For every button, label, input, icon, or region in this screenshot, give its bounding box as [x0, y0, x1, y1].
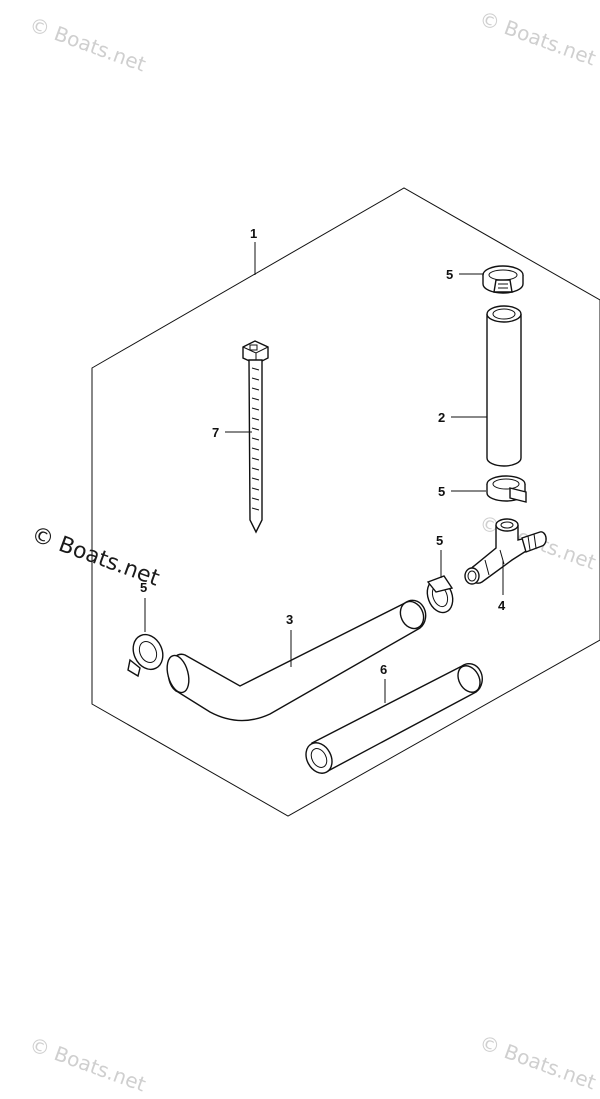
- callout-7: 7: [212, 425, 219, 440]
- kit-boundary: [91, 187, 600, 817]
- callout-1: 1: [250, 226, 257, 241]
- clamp-left: [127, 633, 164, 678]
- callout-2: 2: [438, 410, 445, 425]
- clamp-top: [482, 265, 524, 294]
- watermark-bottom-left: © Boats.net: [26, 1032, 149, 1096]
- tee-joint: [464, 518, 547, 585]
- callout-5-top: 5: [446, 267, 453, 282]
- hose-vertical: [486, 305, 522, 467]
- cable-tie: [242, 340, 269, 534]
- clamp-lower-right: [426, 575, 454, 614]
- callout-5-left: 5: [140, 580, 147, 595]
- clamp-middle: [486, 475, 527, 503]
- watermark-bottom-right: © Boats.net: [476, 1030, 599, 1094]
- callout-5-middle: 5: [438, 484, 445, 499]
- callout-3: 3: [286, 612, 293, 627]
- callout-5-lower-right: 5: [436, 533, 443, 548]
- callout-4: 4: [498, 598, 506, 613]
- hose-bent: [166, 599, 427, 722]
- watermark-top-left: © Boats.net: [26, 12, 149, 76]
- callout-6: 6: [380, 662, 387, 677]
- hose-straight: [305, 663, 483, 774]
- watermark-top-right: © Boats.net: [476, 6, 599, 70]
